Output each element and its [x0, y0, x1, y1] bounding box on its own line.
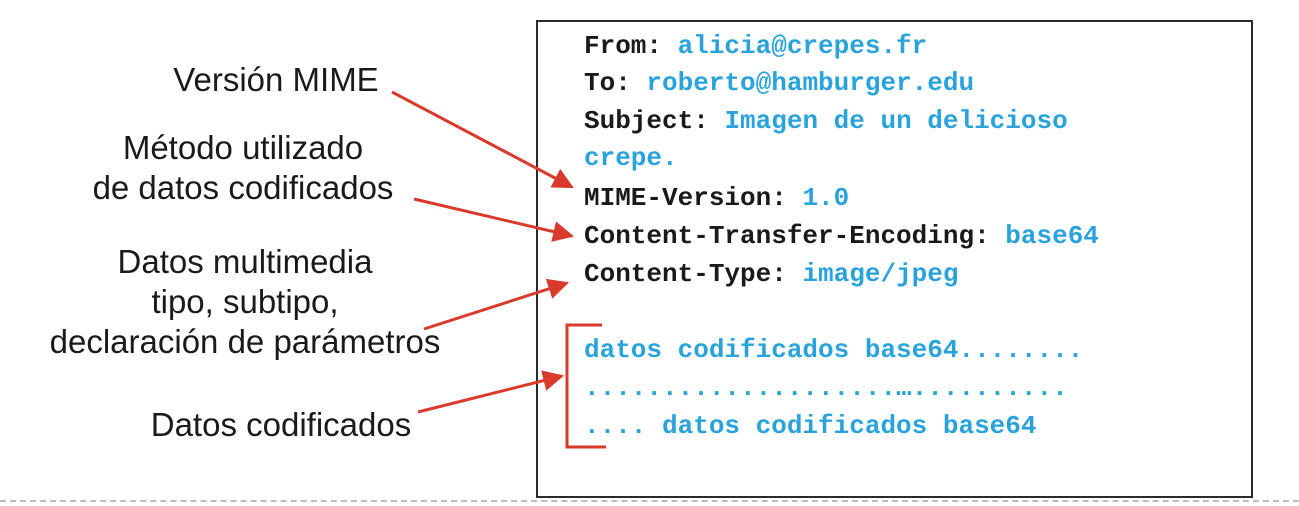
label-multimedia-line1: Datos multimedia: [117, 243, 373, 280]
header-mime-version-value: 1.0: [802, 183, 850, 213]
encoded-data-line2: ....................…..........: [584, 373, 1068, 403]
header-from: From: alicia@crepes.fr: [584, 28, 927, 65]
header-transfer-encoding: Content-Transfer-Encoding: base64: [584, 218, 1099, 255]
header-mime-version-key: MIME-Version:: [584, 183, 787, 213]
header-content-type-key: Content-Type:: [584, 259, 787, 289]
label-mime-version: Versión MIME: [173, 61, 379, 98]
label-encoding-method-line2: de datos codificados: [92, 169, 394, 206]
label-encoding-method: Método utilizado de datos codificados: [78, 128, 408, 208]
header-content-type-value: image/jpeg: [802, 259, 959, 289]
email-message-box: [536, 20, 1253, 498]
header-from-value: alicia@crepes.fr: [677, 31, 928, 61]
bottom-divider: [0, 500, 1299, 502]
header-to: To: roberto@hamburger.edu: [584, 65, 974, 102]
header-to-value: roberto@hamburger.edu: [646, 68, 975, 98]
encoded-data-line1: datos codificados base64........: [584, 335, 1084, 365]
encoded-data-line3: .... datos codificados base64: [584, 411, 1037, 441]
header-subject-value-line1: Imagen de un delicioso: [724, 106, 1068, 136]
header-transfer-encoding-value: base64: [1005, 221, 1099, 251]
label-encoded-data: Datos codificados: [150, 406, 412, 443]
label-multimedia-line3: declaración de parámetros: [49, 323, 441, 360]
header-mime-version: MIME-Version: 1.0: [584, 180, 849, 217]
label-encoding-method-line1: Método utilizado: [122, 129, 364, 166]
header-from-key: From:: [584, 31, 663, 61]
header-subject-key: Subject:: [584, 106, 709, 136]
header-content-type: Content-Type: image/jpeg: [584, 256, 958, 293]
label-multimedia-data: Datos multimedia tipo, subtipo, declarac…: [20, 242, 470, 362]
label-multimedia-line2: tipo, subtipo,: [151, 283, 339, 320]
header-to-key: To:: [584, 68, 631, 98]
header-subject: Subject: Imagen de un delicioso: [584, 103, 1068, 140]
header-subject-cont: crepe.: [584, 140, 678, 177]
header-transfer-encoding-key: Content-Transfer-Encoding:: [584, 221, 990, 251]
header-subject-value-line2: crepe.: [584, 143, 678, 173]
